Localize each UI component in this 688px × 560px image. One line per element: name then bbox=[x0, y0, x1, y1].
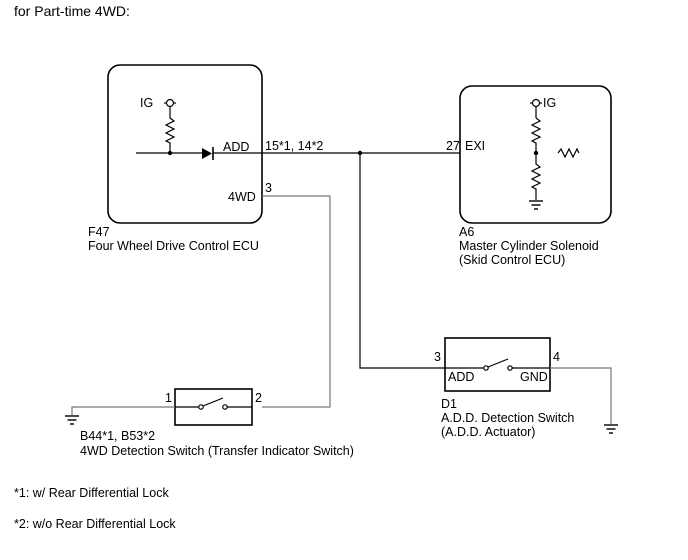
ig-supply-icon bbox=[530, 98, 542, 118]
ecu-a6-subname: (Skid Control ECU) bbox=[459, 253, 565, 267]
f47-add-terminals: 15*1, 14*2 bbox=[265, 139, 323, 153]
a6-exi-terminal: 27 bbox=[446, 139, 460, 153]
a6-exi-pin: EXI bbox=[465, 139, 485, 153]
ground-icon bbox=[529, 200, 543, 210]
switch-d1: 3 4 ADD GND D1 A.D.D. Detection Switch (… bbox=[434, 337, 574, 439]
d1-terminal-4: 4 bbox=[553, 350, 560, 364]
ecu-f47-4wd-pin: 4WD bbox=[228, 190, 256, 204]
switch-d1-code: D1 bbox=[441, 397, 457, 411]
switch-d1-name: A.D.D. Detection Switch bbox=[441, 411, 574, 425]
switch-blade-icon bbox=[487, 358, 509, 368]
b44-terminal-1: 1 bbox=[165, 391, 172, 405]
switch-contact-icon bbox=[198, 404, 204, 410]
footnote-1: *1: w/ Rear Differential Lock bbox=[14, 486, 169, 500]
ecu-f47-ig-label: IG bbox=[140, 96, 153, 110]
ecu-a6-code: A6 bbox=[459, 225, 474, 239]
switch-blade-icon bbox=[202, 397, 224, 407]
ecu-f47-box bbox=[107, 64, 263, 224]
ecu-a6-name: Master Cylinder Solenoid bbox=[459, 239, 599, 253]
ecu-f47-code: F47 bbox=[88, 225, 110, 239]
f47-4wd-terminal: 3 bbox=[265, 181, 272, 195]
d1-add-label: ADD bbox=[448, 370, 474, 384]
switch-d1-box bbox=[444, 337, 551, 392]
d1-gnd-label: GND bbox=[520, 370, 548, 384]
switch-b44: 1 2 B44*1, B53*2 4WD Detection Switch (T… bbox=[80, 388, 354, 458]
pullup-resistor-icon bbox=[530, 117, 542, 153]
pulldown-resistor-icon bbox=[530, 153, 542, 200]
diagram-heading: for Part-time 4WD: bbox=[14, 3, 130, 19]
ecu-f47: IG ADD 4WD F47 Four Wheel Drive Control … bbox=[88, 64, 263, 253]
ground-icon bbox=[604, 424, 618, 434]
ground-icon bbox=[65, 415, 79, 425]
b44-terminal-2: 2 bbox=[255, 391, 262, 405]
switch-b44-code: B44*1, B53*2 bbox=[80, 429, 155, 443]
d1-terminal-3: 3 bbox=[434, 350, 441, 364]
switch-d1-subname: (A.D.D. Actuator) bbox=[441, 425, 535, 439]
ecu-a6-ig-label: IG bbox=[543, 96, 556, 110]
wire-to-d1 bbox=[359, 153, 445, 369]
wire-d1-ground bbox=[550, 367, 612, 424]
ig-supply-icon bbox=[164, 98, 176, 118]
ecu-f47-name: Four Wheel Drive Control ECU bbox=[88, 239, 259, 253]
pullup-resistor-icon bbox=[164, 117, 176, 153]
switch-contact-icon bbox=[483, 365, 489, 371]
ecu-a6: IG 27 EXI A6 Master Cylinder Solenoid (S… bbox=[446, 85, 612, 267]
footnote-2: *2: w/o Rear Differential Lock bbox=[14, 517, 176, 531]
switch-b44-name: 4WD Detection Switch (Transfer Indicator… bbox=[80, 444, 354, 458]
series-resistor-icon bbox=[557, 147, 580, 159]
wire-b44-ground bbox=[71, 406, 175, 415]
wire-4wd bbox=[262, 195, 331, 408]
ecu-f47-add-pin: ADD bbox=[223, 140, 249, 154]
